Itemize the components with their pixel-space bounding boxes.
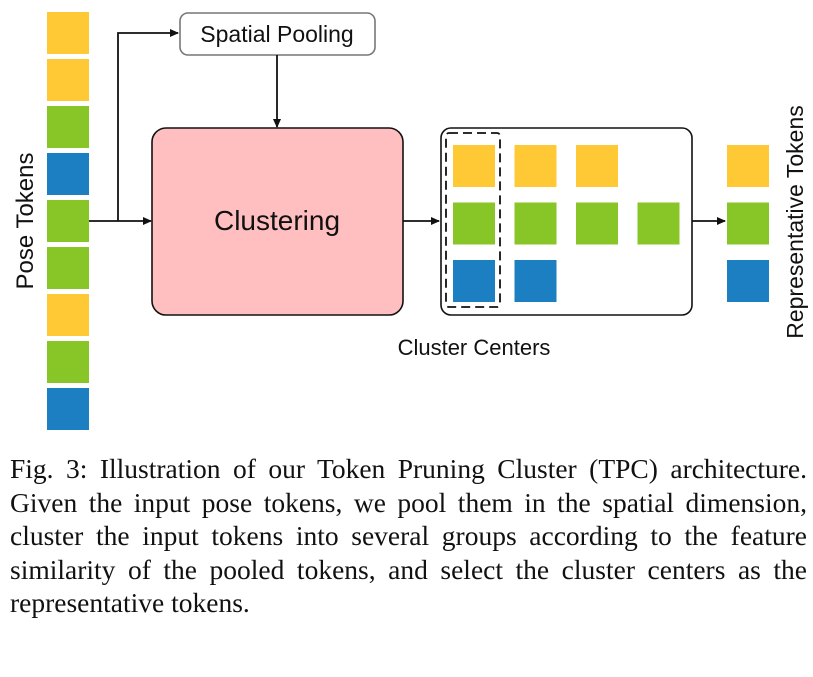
representative-token-blue [727,260,769,302]
pose-token-green [47,247,89,289]
tpc-architecture-diagram: Pose Tokens Spatial Pooling Clustering C… [12,12,808,430]
pose-token-yellow [47,294,89,336]
spatial-pooling-label: Spatial Pooling [200,21,353,47]
cluster-centers-label: Cluster Centers [398,335,551,360]
cluster-token-green [453,202,495,245]
cluster-token-yellow [514,145,557,187]
cluster-centers-box [440,127,693,316]
figure-caption: Fig. 3: Illustration of our Token Prunin… [10,452,807,620]
representative-tokens-column [727,145,769,302]
caption-text: Illustration of our Token Pruning Cluste… [10,453,808,618]
cluster-token-yellow [576,145,618,187]
cluster-token-green [514,202,557,245]
cluster-token-green [576,202,618,245]
pose-tokens-column [47,12,89,430]
representative-tokens-label: Representative Tokens [782,105,808,339]
pose-token-yellow [47,59,89,101]
cluster-token-grid [453,145,680,302]
pose-token-green [47,200,89,242]
cluster-token-blue [514,260,557,302]
cluster-token-blue [453,260,495,302]
pose-token-green [47,106,89,148]
arrow-pose-to-pooling [117,29,179,221]
pose-token-green [47,341,89,383]
representative-token-green [727,202,769,245]
cluster-token-yellow [453,145,495,187]
caption-label: Fig. 3: [10,453,88,484]
pose-token-yellow [47,12,89,54]
cluster-token-green [637,202,680,245]
pose-token-blue [47,388,89,430]
clustering-label: Clustering [214,205,340,236]
pose-tokens-label: Pose Tokens [12,153,39,290]
pose-token-blue [47,153,89,195]
representative-token-yellow [727,145,769,187]
